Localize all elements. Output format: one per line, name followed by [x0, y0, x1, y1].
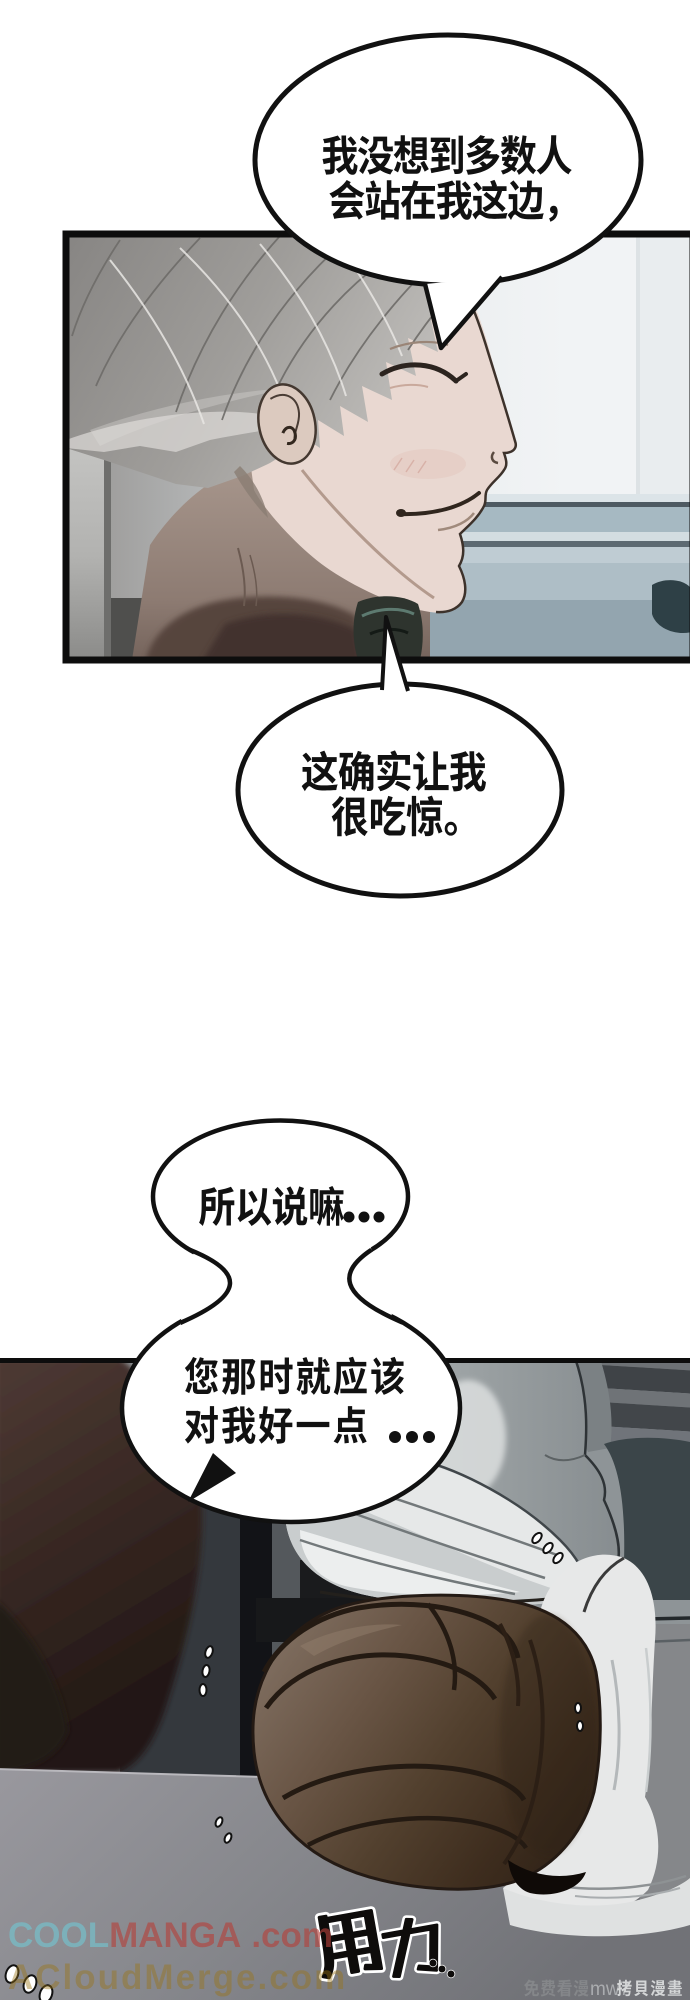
svg-text:COOLMANGA.com: COOLMANGA.com — [8, 1916, 333, 1955]
svg-text:ACloudMerge.com: ACloudMerge.com — [8, 1958, 347, 1997]
